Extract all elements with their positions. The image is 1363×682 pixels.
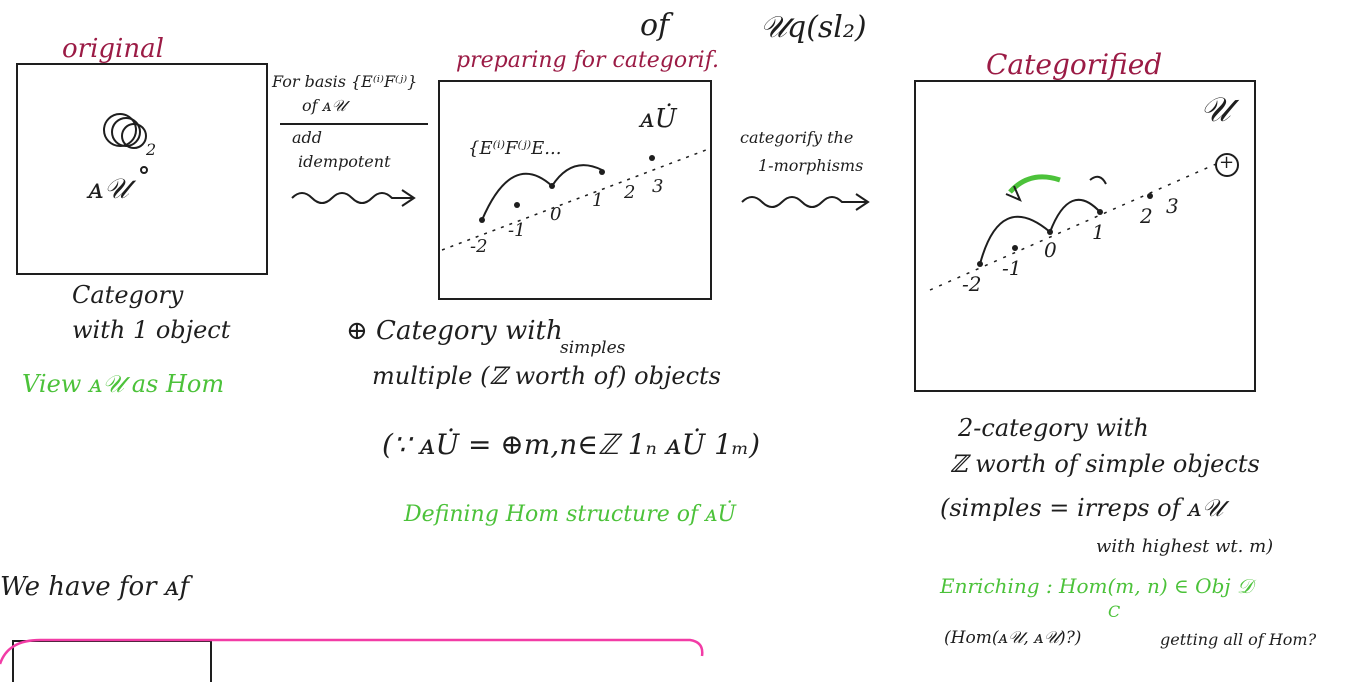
arrow1-line3: add xyxy=(292,128,323,147)
pink-outline-shape xyxy=(0,638,704,665)
categorified-title: Categorified xyxy=(986,48,1163,81)
original-title: original xyxy=(62,34,164,64)
categorified-weight-lattice xyxy=(929,163,1217,291)
arrow1-line4: idempotent xyxy=(298,152,391,171)
middle-title: preparing for categorif. xyxy=(456,48,720,73)
categorified-caption-2: ℤ worth of simple objects xyxy=(950,450,1260,478)
middle-caption-2: multiple (ℤ worth of) objects xyxy=(372,362,721,390)
categorified-tick-1: -1 xyxy=(1002,256,1022,280)
middle-tick-2: 0 xyxy=(550,204,562,225)
squiggly-arrow-2-icon xyxy=(741,193,870,211)
middle-corner-label: ᴀU̇ xyxy=(640,104,677,134)
categorified-green-note: Enriching : Hom(m, n) ∈ Obj 𝒟 xyxy=(940,574,1253,598)
arrow1-divider xyxy=(280,123,428,125)
categorified-panel xyxy=(914,80,1256,392)
categorified-tick-5: 3 xyxy=(1166,194,1179,218)
arrow1-line1: For basis {E⁽ⁱ⁾F⁽ʲ⁾} xyxy=(272,72,418,91)
arrow2-line1: categorify the xyxy=(740,128,854,147)
middle-tick-4: 2 xyxy=(624,182,636,203)
categorified-caption-3: (simples = irreps of ᴀ𝒰 xyxy=(940,494,1224,522)
categorified-tick-2: 0 xyxy=(1044,238,1057,262)
categorified-green-sub: C xyxy=(1108,602,1121,621)
middle-panel xyxy=(438,80,712,300)
categorified-plus-label: + xyxy=(1219,152,1235,173)
squiggly-arrow-icon xyxy=(291,189,416,207)
arrow1-line2: of ᴀ𝒰 xyxy=(302,96,347,115)
original-caption-2: with 1 object xyxy=(72,316,231,344)
middle-tick-0: -2 xyxy=(470,236,488,257)
middle-tick-5: 3 xyxy=(652,176,664,197)
footer-text: We have for ᴀf xyxy=(0,572,190,602)
circled-plus-icon xyxy=(1215,153,1239,177)
middle-formula: (∵ ᴀU̇ = ⊕m,n∈ℤ 1ₙ ᴀU̇ 1ₘ) xyxy=(382,428,761,461)
categorified-caption-4: with highest wt. m) xyxy=(1096,536,1274,557)
categorified-bottom-note-right: getting all of Hom? xyxy=(1160,630,1317,649)
header-algebra: 𝒰q(sl₂) xyxy=(760,10,867,45)
middle-tick-1: -1 xyxy=(508,220,526,241)
middle-caption-1: ⊕ Category with xyxy=(346,316,563,346)
original-object-label: ᴀ𝒰 xyxy=(88,172,130,205)
categorified-caption-1: 2-category with xyxy=(958,414,1149,442)
categorified-bottom-note-left: (Hom(ᴀ𝒰, ᴀ𝒰)?) xyxy=(944,628,1082,648)
loop-icon xyxy=(103,113,148,174)
loop-label: 2 xyxy=(146,140,157,159)
categorified-tick-3: 1 xyxy=(1092,220,1105,244)
middle-tick-3: 1 xyxy=(592,190,604,211)
whiteboard-page: { "header": { "of_word": "of", "algebra"… xyxy=(0,8,1317,682)
categorified-corner-label: 𝒰 xyxy=(1200,90,1231,130)
original-caption-1: Category xyxy=(72,281,184,309)
original-green-note: View ᴀ𝒰 as Hom xyxy=(22,370,225,398)
middle-caption-simples: simples xyxy=(560,338,626,358)
categorified-tick-4: 2 xyxy=(1140,204,1153,228)
middle-green-note: Defining Hom structure of ᴀU̇ xyxy=(404,502,737,527)
categorified-tick-0: -2 xyxy=(962,272,982,296)
arrow2-line2: 1-morphisms xyxy=(758,156,864,175)
middle-weight-lattice xyxy=(441,149,707,251)
header-of: of xyxy=(640,8,670,43)
middle-arc-label: {E⁽ⁱ⁾F⁽ʲ⁾E... xyxy=(468,138,562,159)
